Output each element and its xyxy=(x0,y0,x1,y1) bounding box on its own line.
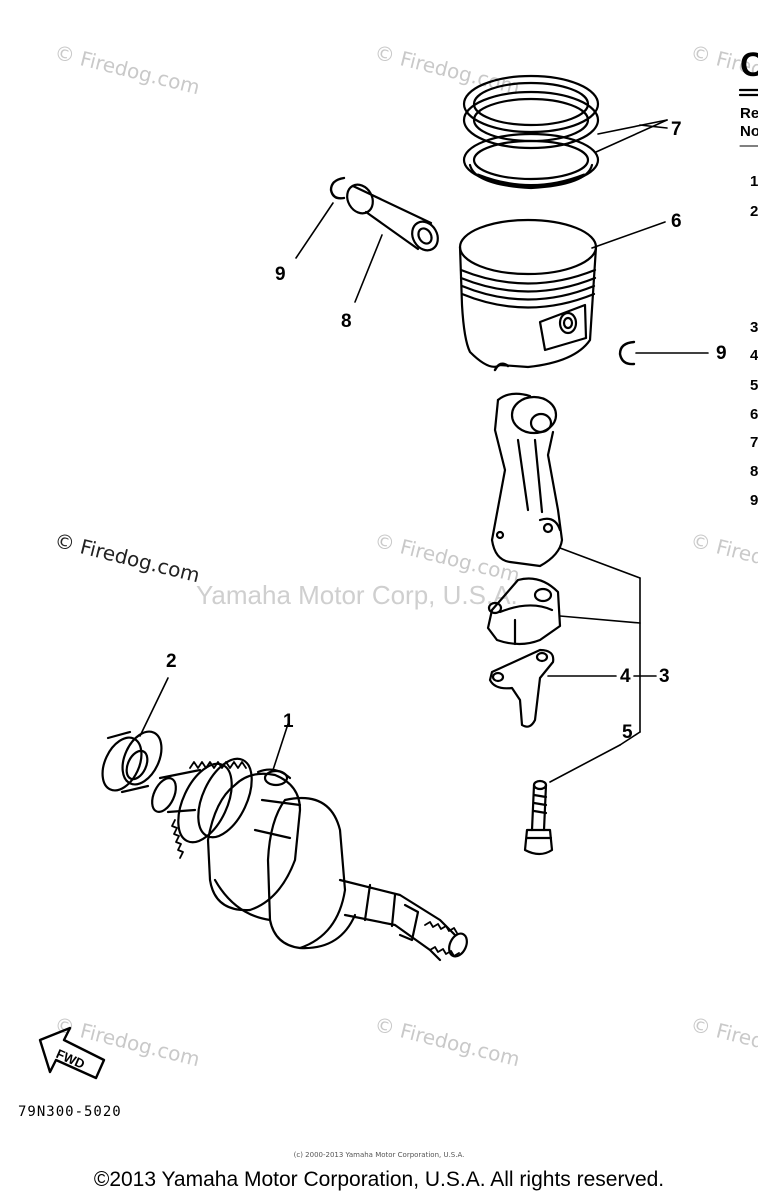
leader-9-left xyxy=(295,202,334,259)
ref-number: 8 xyxy=(750,463,758,480)
bearing xyxy=(101,730,163,794)
header-rules xyxy=(738,88,758,147)
crankshaft xyxy=(151,757,468,962)
fine-print: (c) 2000-2013 Yamaha Motor Corporation, … xyxy=(293,1151,465,1159)
piston-pin xyxy=(346,183,439,252)
piston xyxy=(458,218,598,372)
callout-2: 2 xyxy=(166,651,177,672)
leader-7 xyxy=(595,119,668,153)
circlip-left xyxy=(329,176,346,200)
leader-6 xyxy=(591,221,666,249)
ref-number: 1 xyxy=(750,173,758,190)
ref-number: 5 xyxy=(750,377,758,394)
rod-cap xyxy=(486,577,562,646)
ref-number: 4 xyxy=(750,347,758,364)
connecting-rod xyxy=(490,392,564,568)
ref-number: 7 xyxy=(750,434,758,451)
circlip-right xyxy=(618,340,636,366)
lock-plate xyxy=(488,648,555,728)
callout-1: 1 xyxy=(283,711,294,732)
fwd-arrow xyxy=(38,1026,106,1080)
callout-3: 3 xyxy=(659,666,670,687)
ref-number: 9 xyxy=(750,492,758,509)
callout-9-left: 9 xyxy=(275,264,286,285)
ref-number: 6 xyxy=(750,406,758,423)
leader-8 xyxy=(354,234,383,303)
rod-bolt xyxy=(523,779,554,856)
bracket-3-5 xyxy=(547,547,657,783)
callout-6: 6 xyxy=(671,211,682,232)
leader-1 xyxy=(272,723,289,771)
ref-number: 3 xyxy=(750,319,758,336)
callout-5: 5 xyxy=(622,722,633,743)
header-col-ref: Re xyxy=(740,105,758,122)
piston-rings xyxy=(462,74,600,190)
leader-2 xyxy=(139,677,169,737)
watermark-corp: Yamaha Motor Corp, U.S.A. xyxy=(196,580,518,610)
callout-9-right: 9 xyxy=(716,343,727,364)
callout-4: 4 xyxy=(620,666,631,687)
header-col-no: No xyxy=(740,123,758,140)
ref-number: 2 xyxy=(750,203,758,220)
callout-7: 7 xyxy=(671,119,682,140)
callout-8: 8 xyxy=(341,311,352,332)
copyright-notice: ©2013 Yamaha Motor Corporation, U.S.A. A… xyxy=(93,1168,665,1191)
diagram-part-code: 79N300-5020 xyxy=(18,1104,122,1120)
section-title-partial: C xyxy=(740,46,758,84)
